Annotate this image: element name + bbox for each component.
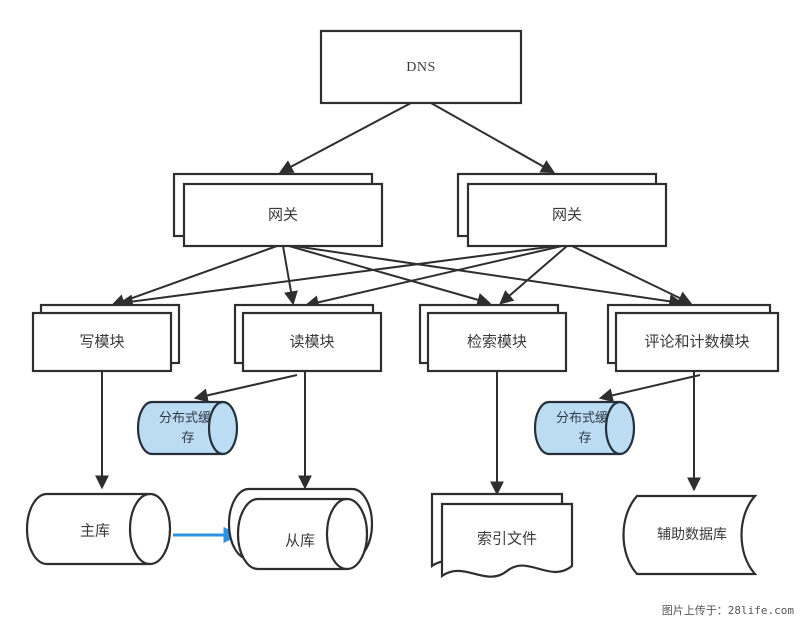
index-file-label: 索引文件 [477,530,537,547]
gateway-right-label: 网关 [552,206,582,223]
edge-gateway-left-to-write-module [110,245,278,308]
gateway-left-box[interactable] [182,182,384,248]
cache-right-label-line2: 存 [578,430,591,445]
node-gateway-right[interactable]: 网关 [456,172,668,248]
node-gateway-left[interactable]: 网关 [172,172,384,248]
index-file-document[interactable] [440,502,574,579]
aux-db-stored-data-shape[interactable] [622,494,758,576]
edge-gateway-left-to-read-module [282,245,298,306]
read-module-box[interactable] [241,311,383,373]
node-cache-left[interactable]: 分布式缓 存 [136,400,239,456]
node-dns[interactable]: DNS [319,29,523,105]
node-index-file[interactable]: 索引文件 [430,492,574,579]
edge-gateway-right-to-search-module [499,245,568,305]
write-module-box[interactable] [31,311,173,373]
dns-box[interactable] [319,29,523,105]
cache-left-label-line2: 存 [181,430,194,445]
edge-layer [110,102,693,310]
edge-gateway-left-to-search-module [288,245,492,307]
node-aux-db[interactable]: 辅助数据库 [622,494,758,576]
read-module-label: 读模块 [289,333,334,350]
aux-db-label: 辅助数据库 [657,527,727,543]
edge-gateway-left-to-comment-module [293,245,684,309]
slave-db-label: 从库 [285,532,315,549]
node-cache-right[interactable]: 分布式缓 存 [533,400,636,456]
edge-read-module-to-cache-left [193,374,298,403]
slave-db-cylinder-cap [325,497,348,571]
edge-dns-to-gateway-left [278,102,412,174]
edge-dns-to-gateway-right [430,102,556,174]
write-module-label: 写模块 [79,333,124,350]
node-read-module[interactable]: 读模块 [233,303,383,373]
edge-gateway-right-to-comment-module [571,245,693,305]
search-module-label: 检索模块 [467,333,527,350]
edge-gateway-right-to-read-module [304,245,563,310]
node-comment-module[interactable]: 评论和计数模块 [606,303,780,373]
cache-left-cylinder-cap [207,400,224,456]
cache-left-label-line1: 分布式缓 [159,410,211,425]
gateway-right-box[interactable] [466,182,668,248]
master-db-cylinder-cap [128,492,151,566]
watermark-text: 图片上传于：28life.com [661,604,794,617]
comment-module-box[interactable] [614,311,780,373]
edge-gateway-right-to-write-module [118,245,557,309]
cache-right-cylinder-cap [604,400,621,456]
cache-right-label-line1: 分布式缓 [556,410,608,425]
comment-module-label: 评论和计数模块 [644,333,749,350]
edge-comment-module-to-cache-right [598,374,701,403]
master-db-label: 主库 [80,522,110,539]
dns-label: DNS [406,60,436,75]
node-write-module[interactable]: 写模块 [31,303,181,373]
node-slave-db[interactable]: 从库 [227,487,374,571]
node-search-module[interactable]: 检索模块 [418,303,568,373]
edge-layer-lower [95,371,701,496]
gateway-left-label: 网关 [268,206,298,223]
node-master-db[interactable]: 主库 [25,492,172,566]
